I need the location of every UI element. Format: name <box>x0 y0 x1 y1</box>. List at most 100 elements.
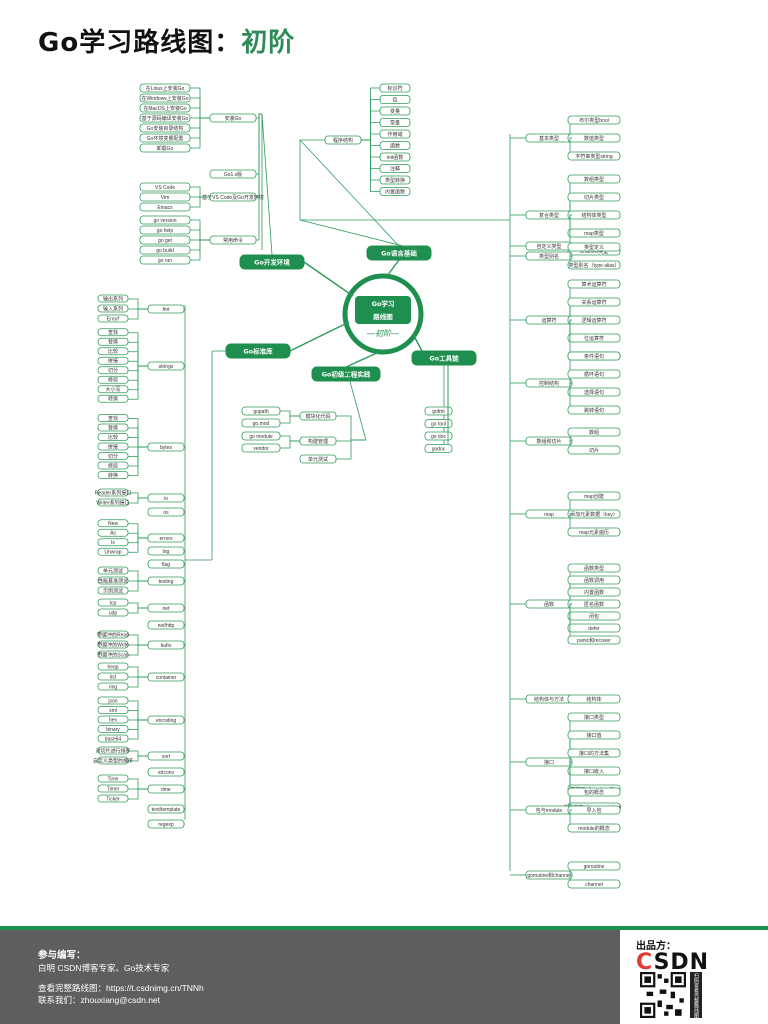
basics-item-box[interactable] <box>567 879 621 889</box>
program-item-box[interactable] <box>379 164 411 173</box>
stdlib-item-box[interactable] <box>97 682 129 691</box>
stdlib-item-box[interactable] <box>97 314 129 323</box>
stdlib-item-box[interactable] <box>97 650 129 659</box>
stdlib-item-box[interactable] <box>97 630 129 639</box>
stdlib-item-box[interactable] <box>97 366 129 375</box>
stdlib-item-box[interactable] <box>97 328 129 337</box>
basics-item-box[interactable] <box>567 115 621 125</box>
stdlib-item-box[interactable] <box>97 576 129 585</box>
basics-item-box[interactable] <box>567 623 621 633</box>
stdlib-item-box[interactable] <box>97 696 129 705</box>
stdlib-item-box[interactable] <box>97 442 129 451</box>
basics-item-box[interactable] <box>567 405 621 415</box>
stdlib-item-box[interactable] <box>97 471 129 479</box>
basics-item-box[interactable] <box>567 333 621 343</box>
stdlib-item-box[interactable] <box>97 538 129 547</box>
env-item-box[interactable] <box>139 103 191 113</box>
stdlib-item-box[interactable] <box>97 608 129 617</box>
stdlib-item-box[interactable] <box>97 356 129 365</box>
env-item-box[interactable] <box>139 245 191 255</box>
stdlib-item-box[interactable] <box>97 375 129 384</box>
stdlib-group-15-box[interactable] <box>147 767 185 777</box>
basics-item-box[interactable] <box>567 192 621 202</box>
qr-code-icon[interactable] <box>640 972 686 1018</box>
program-item-box[interactable] <box>379 83 411 93</box>
basics-item-box[interactable] <box>567 694 621 704</box>
stdlib-item-box[interactable] <box>97 423 129 432</box>
stdlib-item-box[interactable] <box>97 304 129 313</box>
stdlib-group-10-box[interactable] <box>147 620 185 630</box>
basics-item-box[interactable] <box>567 823 621 833</box>
basics-item-box[interactable] <box>567 563 621 573</box>
env-group-1-box[interactable] <box>209 169 257 179</box>
stdlib-item-box[interactable] <box>97 414 129 422</box>
stdlib-item-box[interactable] <box>97 672 129 681</box>
env-item-box[interactable] <box>139 202 191 212</box>
full-route-link[interactable]: 查看完整路线图：https://t.csdnimg.cn/TNNh <box>38 983 204 993</box>
stdlib-group-18-box[interactable] <box>147 819 185 829</box>
practice-group-2-box[interactable] <box>299 454 337 464</box>
program-item-box[interactable] <box>379 187 411 196</box>
basics-item-box[interactable] <box>567 861 621 871</box>
stdlib-item-box[interactable] <box>97 706 129 714</box>
program-item-box[interactable] <box>379 106 411 116</box>
basics-item-box[interactable] <box>567 228 621 238</box>
tool-item-box[interactable] <box>424 444 453 453</box>
stdlib-item-box[interactable] <box>97 598 129 607</box>
basics-item-box[interactable] <box>567 635 621 645</box>
env-item-box[interactable] <box>139 235 191 245</box>
basics-item-box[interactable] <box>567 260 621 270</box>
stdlib-item-box[interactable] <box>97 640 129 649</box>
env-item-box[interactable] <box>139 123 191 133</box>
program-item-box[interactable] <box>379 175 411 185</box>
env-item-box[interactable] <box>139 113 191 123</box>
stdlib-item-box[interactable] <box>97 566 129 575</box>
stdlib-item-box[interactable] <box>97 784 129 793</box>
basics-item-box[interactable] <box>567 599 621 609</box>
tool-item-box[interactable] <box>424 419 453 428</box>
stdlib-item-box[interactable] <box>97 433 129 441</box>
basics-item-box[interactable] <box>567 133 621 143</box>
env-item-box[interactable] <box>139 225 191 235</box>
basics-item-box[interactable] <box>567 527 621 537</box>
program-item-box[interactable] <box>379 141 411 150</box>
basics-item-box[interactable] <box>567 787 621 797</box>
basics-item-box[interactable] <box>567 279 621 289</box>
stdlib-group-4-box[interactable] <box>147 507 185 517</box>
stdlib-item-box[interactable] <box>97 794 129 803</box>
env-item-box[interactable] <box>139 192 191 202</box>
stdlib-item-box[interactable] <box>97 294 129 303</box>
env-item-box[interactable] <box>139 215 191 225</box>
stdlib-item-box[interactable] <box>97 756 129 765</box>
stdlib-item-box[interactable] <box>97 662 129 671</box>
basics-item-box[interactable] <box>567 210 621 220</box>
basics-item-box[interactable] <box>567 427 621 437</box>
basics-item-box[interactable] <box>567 315 621 325</box>
practice-item-box[interactable] <box>241 443 281 453</box>
stdlib-item-box[interactable] <box>97 774 129 783</box>
program-item-box[interactable] <box>379 95 411 104</box>
basics-item-box[interactable] <box>567 351 621 361</box>
basics-item-box[interactable] <box>567 445 621 455</box>
env-item-box[interactable] <box>139 182 191 192</box>
program-item-box[interactable] <box>379 152 411 162</box>
basics-item-box[interactable] <box>567 611 621 621</box>
tool-item-box[interactable] <box>424 406 453 416</box>
stdlib-item-box[interactable] <box>97 498 129 507</box>
basics-item-box[interactable] <box>567 509 621 519</box>
stdlib-item-box[interactable] <box>97 519 129 528</box>
stdlib-item-box[interactable] <box>97 337 129 346</box>
stdlib-item-box[interactable] <box>97 461 129 470</box>
program-item-box[interactable] <box>379 129 411 139</box>
stdlib-item-box[interactable] <box>97 746 129 755</box>
stdlib-item-box[interactable] <box>97 347 129 356</box>
stdlib-group-17-box[interactable] <box>147 804 185 814</box>
basics-item-box[interactable] <box>567 387 621 397</box>
tool-item-box[interactable] <box>424 431 453 441</box>
stdlib-item-box[interactable] <box>97 547 129 556</box>
stdlib-item-box[interactable] <box>97 488 129 497</box>
stdlib-item-box[interactable] <box>97 394 129 403</box>
basics-item-box[interactable] <box>567 587 621 597</box>
stdlib-group-7-box[interactable] <box>147 559 185 569</box>
stdlib-group-6-box[interactable] <box>147 546 185 556</box>
